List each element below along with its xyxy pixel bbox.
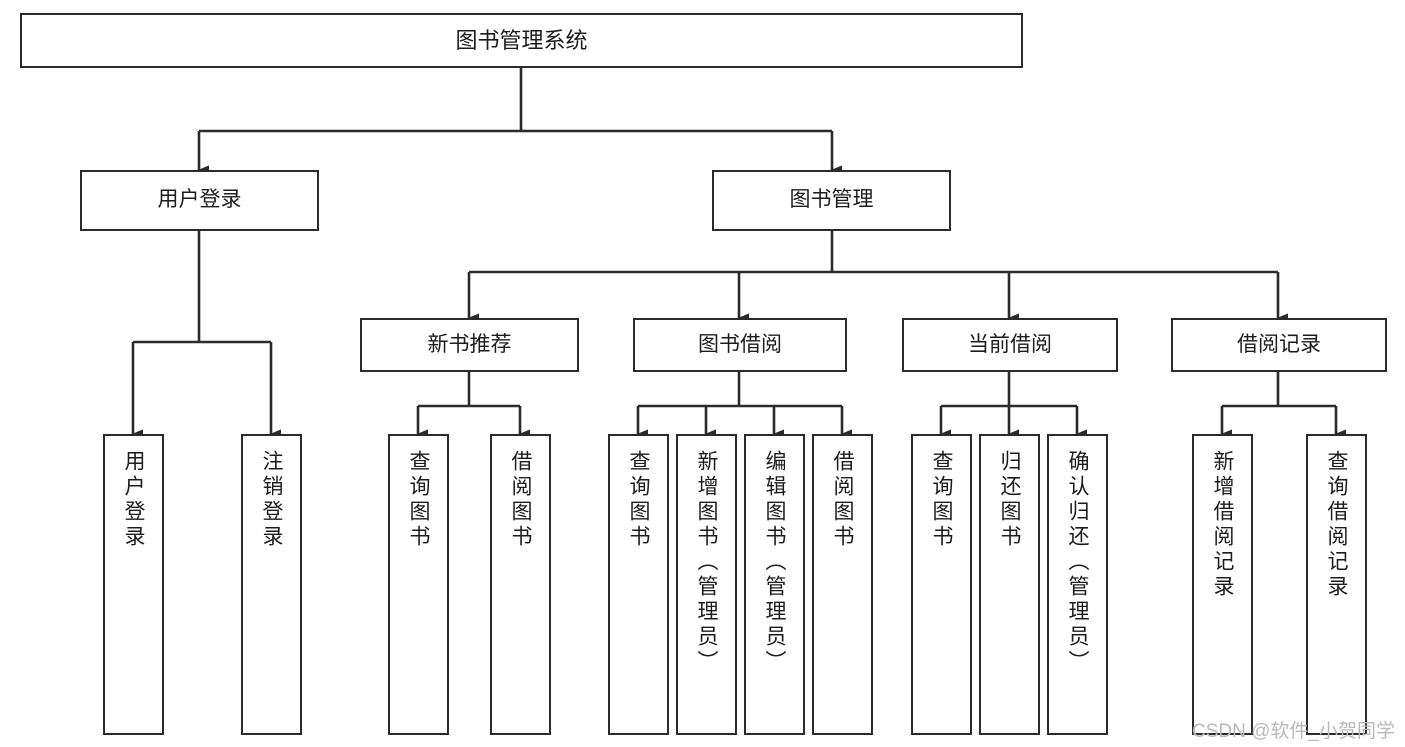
leaf-current-return-book-label: 归还图书	[998, 450, 1021, 550]
leaf-newbook-borrow-book[interactable]: 借阅图书	[490, 434, 551, 735]
node-book-borrow[interactable]: 图书借阅	[633, 318, 847, 372]
leaf-record-add-borrow-record[interactable]: 新增借阅记录	[1192, 434, 1253, 735]
leaf-borrow-add-book-admin-label: 新增图书（管理员）	[695, 450, 718, 675]
node-user-login[interactable]: 用户登录	[80, 170, 319, 231]
leaf-newbook-query-book[interactable]: 查询图书	[388, 434, 449, 735]
node-new-book-recommend-label: 新书推荐	[427, 332, 512, 356]
leaf-record-query-borrow-record[interactable]: 查询借阅记录	[1306, 434, 1367, 735]
leaf-current-return-book[interactable]: 归还图书	[979, 434, 1040, 735]
leaf-user-login[interactable]: 用户登录	[103, 434, 164, 735]
leaf-borrow-add-book-admin[interactable]: 新增图书（管理员）	[676, 434, 737, 735]
node-new-book-recommend[interactable]: 新书推荐	[360, 318, 579, 372]
leaf-current-confirm-return-admin[interactable]: 确认归还（管理员）	[1047, 434, 1108, 735]
node-borrow-record[interactable]: 借阅记录	[1171, 318, 1387, 372]
leaf-borrow-query-book[interactable]: 查询图书	[608, 434, 669, 735]
node-current-borrow-label: 当前借阅	[968, 332, 1052, 356]
node-user-login-label: 用户登录	[157, 188, 242, 212]
leaf-newbook-query-book-label: 查询图书	[407, 450, 430, 550]
leaf-borrow-edit-book-admin[interactable]: 编辑图书（管理员）	[744, 434, 805, 735]
node-book-borrow-label: 图书借阅	[698, 332, 782, 356]
leaf-borrow-edit-book-admin-label: 编辑图书（管理员）	[763, 450, 786, 675]
leaf-record-add-borrow-record-label: 新增借阅记录	[1211, 450, 1234, 600]
leaf-borrow-query-book-label: 查询图书	[627, 450, 650, 550]
leaf-borrow-borrow-book-label: 借阅图书	[831, 450, 854, 550]
leaf-newbook-borrow-book-label: 借阅图书	[509, 450, 532, 550]
leaf-logout-label: 注销登录	[260, 450, 283, 550]
leaf-current-query-book-label: 查询图书	[930, 450, 953, 550]
leaf-current-confirm-return-admin-label: 确认归还（管理员）	[1066, 450, 1089, 675]
node-borrow-record-label: 借阅记录	[1237, 332, 1321, 356]
leaf-record-query-borrow-record-label: 查询借阅记录	[1325, 450, 1348, 600]
node-root-label: 图书管理系统	[455, 27, 588, 53]
node-book-management[interactable]: 图书管理	[712, 170, 951, 231]
leaf-user-login-label: 用户登录	[122, 450, 145, 550]
node-current-borrow[interactable]: 当前借阅	[902, 318, 1118, 372]
leaf-borrow-borrow-book[interactable]: 借阅图书	[812, 434, 873, 735]
node-book-management-label: 图书管理	[789, 188, 874, 212]
leaf-logout[interactable]: 注销登录	[241, 434, 302, 735]
node-root-book-management-system[interactable]: 图书管理系统	[20, 13, 1023, 68]
leaf-current-query-book[interactable]: 查询图书	[911, 434, 972, 735]
